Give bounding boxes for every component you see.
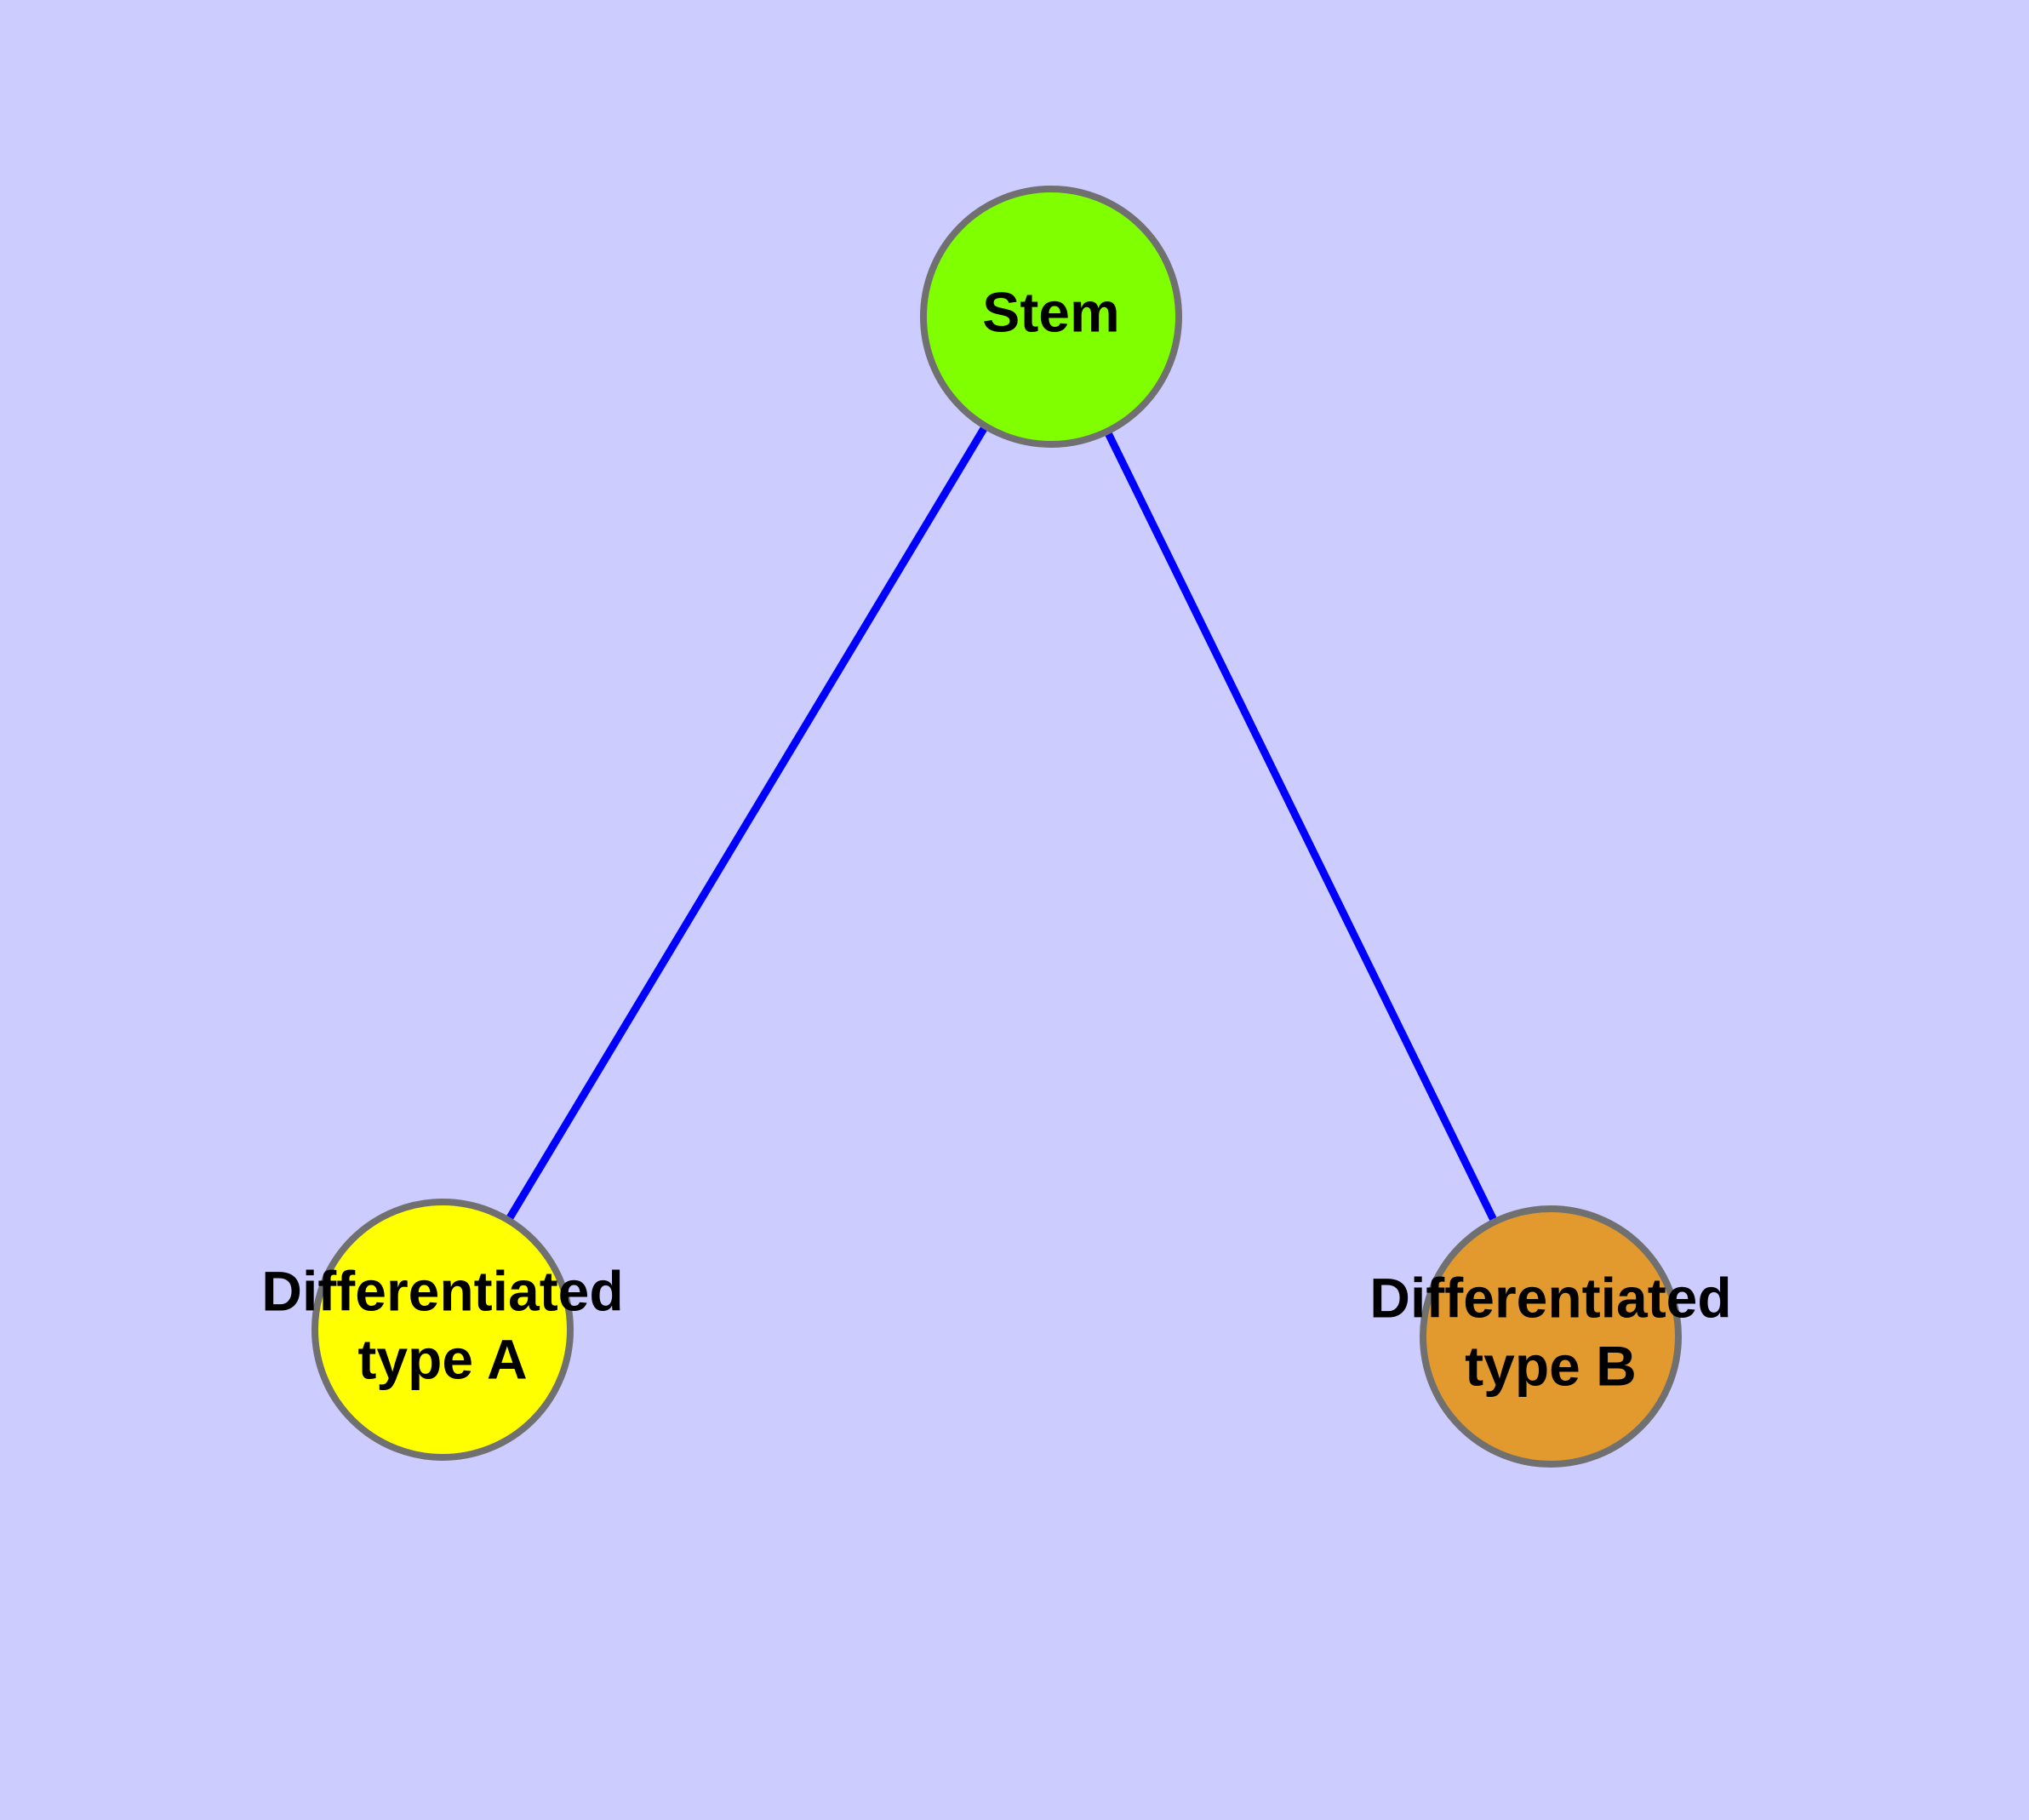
edge-stem-to-differentiated-type-a[interactable]: [505, 424, 989, 1222]
node-differentiated-type-a-circle[interactable]: [311, 1199, 574, 1461]
node-stem-label-line-1: Stem: [982, 280, 1119, 343]
node-differentiated-type-a-label-line-1: Differentiated: [261, 1259, 623, 1322]
node-stem[interactable]: Stem: [920, 186, 1182, 448]
node-differentiated-type-b-label-line-2: type B: [1465, 1334, 1637, 1397]
node-differentiated-type-a-label-line-2: type A: [357, 1327, 527, 1390]
node-differentiated-type-a[interactable]: Differentiated type A: [261, 1199, 624, 1461]
node-layer: Stem Differentiated type A Differentiate…: [261, 186, 1732, 1468]
node-differentiated-type-b[interactable]: Differentiated type B: [1369, 1205, 1732, 1468]
edge-stem-to-differentiated-type-b[interactable]: [1103, 429, 1499, 1224]
node-stem-circle[interactable]: [920, 186, 1182, 448]
node-differentiated-type-b-circle[interactable]: [1420, 1205, 1682, 1468]
edge-layer: [505, 424, 1499, 1224]
node-differentiated-type-b-label-line-1: Differentiated: [1369, 1266, 1731, 1329]
